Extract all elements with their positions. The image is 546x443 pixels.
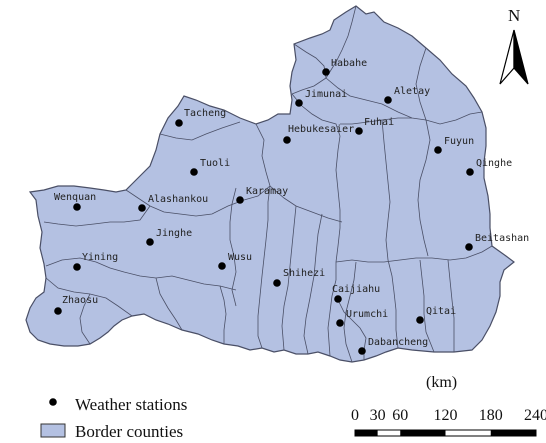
county-boundary-line	[417, 119, 431, 257]
county-boundary-line	[159, 121, 241, 141]
station-label-dabancheng: Dabancheng	[368, 337, 428, 348]
north-arrow-left-half-icon	[499, 29, 515, 85]
station-label-zhaosu: Zhaosu	[62, 295, 98, 306]
station-label-tuoli: Tuoli	[200, 158, 230, 169]
north-arrow: N	[499, 6, 529, 85]
station-label-caijiahu: Caijiahu	[332, 284, 380, 295]
county-boundary-line	[255, 123, 271, 187]
county-boundary-line	[43, 205, 151, 227]
county-boundary-line	[340, 117, 412, 125]
station-marker-habahe-icon	[322, 68, 330, 76]
legend-stations-label: Weather stations	[75, 395, 187, 414]
station-label-jinghe: Jinghe	[156, 228, 192, 239]
scale-tick-180: 180	[479, 407, 503, 424]
county-boundary-line	[79, 293, 91, 345]
county-boundary-line	[447, 259, 455, 352]
station-marker-yining-icon	[73, 263, 81, 271]
station-marker-qitai-icon	[416, 316, 424, 324]
station-marker-jinghe-icon	[146, 238, 154, 246]
county-boundary-line	[155, 277, 183, 331]
scale-tick-120: 120	[434, 407, 458, 424]
scale-tick-0: 0	[351, 407, 359, 424]
county-boundary-line	[415, 47, 427, 121]
scale-tick-60: 60	[392, 407, 408, 424]
station-label-qitai: Qitai	[426, 306, 456, 317]
station-marker-tacheng-icon	[175, 119, 183, 127]
station-label-urumchi: Urumchi	[346, 309, 388, 320]
county-boundary-line	[387, 259, 399, 349]
station-label-aletay: Aletay	[394, 86, 430, 97]
station-label-hebukesaier: Hebukesaier	[288, 124, 354, 135]
legend: Weather stations Border counties	[40, 395, 187, 441]
station-label-fuhai: Fuhai	[364, 117, 394, 128]
county-boundary-line	[125, 185, 271, 217]
station-marker-wenquan-icon	[73, 203, 81, 211]
scale-tick-240: 240	[524, 407, 546, 424]
station-label-qinghe: Qinghe	[476, 158, 512, 169]
station-marker-jimunai-icon	[295, 99, 303, 107]
county-boundary-line	[343, 261, 357, 363]
county-boundary-line	[335, 149, 341, 280]
station-label-yining: Yining	[82, 252, 118, 263]
scale-tick-labels: 0 30 60 120 180 240	[351, 407, 546, 424]
region-outline	[25, 5, 515, 363]
county-boundary-line	[45, 257, 237, 291]
scale-bar-segment	[400, 430, 446, 436]
station-label-beitashan: Beitashan	[475, 233, 529, 244]
station-label-jimunai: Jimunai	[305, 89, 347, 100]
station-marker-dabancheng-icon	[358, 347, 366, 355]
station-marker-urumchi-icon	[336, 319, 344, 327]
station-marker-fuyun-icon	[434, 146, 442, 154]
scale-bar: (km) 0 30 60 120 180 240	[351, 374, 546, 437]
station-marker-shihezi-icon	[273, 279, 281, 287]
scale-tick-30: 30	[370, 407, 386, 424]
county-boundary-line	[281, 205, 297, 351]
county-boundary-line	[325, 5, 357, 79]
county-boundary-line	[381, 119, 391, 261]
station-marker-fuhai-icon	[355, 127, 363, 135]
legend-station-marker-icon	[49, 398, 57, 406]
station-marker-tuoli-icon	[190, 168, 198, 176]
scale-bar-segment	[355, 430, 378, 436]
county-boundary-line	[325, 77, 427, 121]
county-boundaries	[43, 5, 493, 363]
station-label-karamay: Karamay	[246, 186, 288, 197]
station-marker-hebukesaier-icon	[283, 136, 291, 144]
county-boundary-line	[219, 285, 227, 344]
county-boundary-line	[257, 185, 271, 349]
station-marker-zhaosu-icon	[54, 307, 62, 315]
station-marker-caijiahu-icon	[334, 295, 342, 303]
station-marker-beitashan-icon	[465, 243, 473, 251]
north-arrow-right-half-icon	[513, 29, 529, 85]
north-label: N	[508, 6, 520, 25]
county-boundary-line	[335, 245, 493, 263]
legend-counties-label: Border counties	[75, 422, 183, 441]
scale-unit: (km)	[426, 374, 457, 391]
station-marker-qinghe-icon	[466, 168, 474, 176]
station-label-wusu: Wusu	[228, 252, 252, 263]
station-marker-aletay-icon	[384, 96, 392, 104]
county-boundary-line	[269, 185, 343, 223]
county-boundary-line	[419, 259, 435, 353]
legend-county-swatch-icon	[40, 423, 66, 438]
county-boundary-line	[291, 93, 341, 151]
county-boundary-line	[229, 187, 237, 307]
station-label-alashankou: Alashankou	[148, 194, 208, 205]
station-label-tacheng: Tacheng	[184, 108, 226, 119]
station-label-shihezi: Shihezi	[283, 268, 325, 279]
scale-bar-segments	[354, 429, 537, 437]
county-boundary-line	[303, 213, 323, 355]
county-boundary-line	[327, 279, 337, 357]
station-marker-karamay-icon	[236, 196, 244, 204]
station-label-fuyun: Fuyun	[444, 136, 474, 147]
scale-bar-segment	[490, 430, 536, 436]
station-label-wenquan: Wenquan	[54, 192, 96, 203]
station-label-habahe: Habahe	[331, 58, 367, 69]
station-marker-wusu-icon	[218, 262, 226, 270]
county-boundary-line	[425, 111, 483, 125]
station-marker-alashankou-icon	[138, 204, 146, 212]
